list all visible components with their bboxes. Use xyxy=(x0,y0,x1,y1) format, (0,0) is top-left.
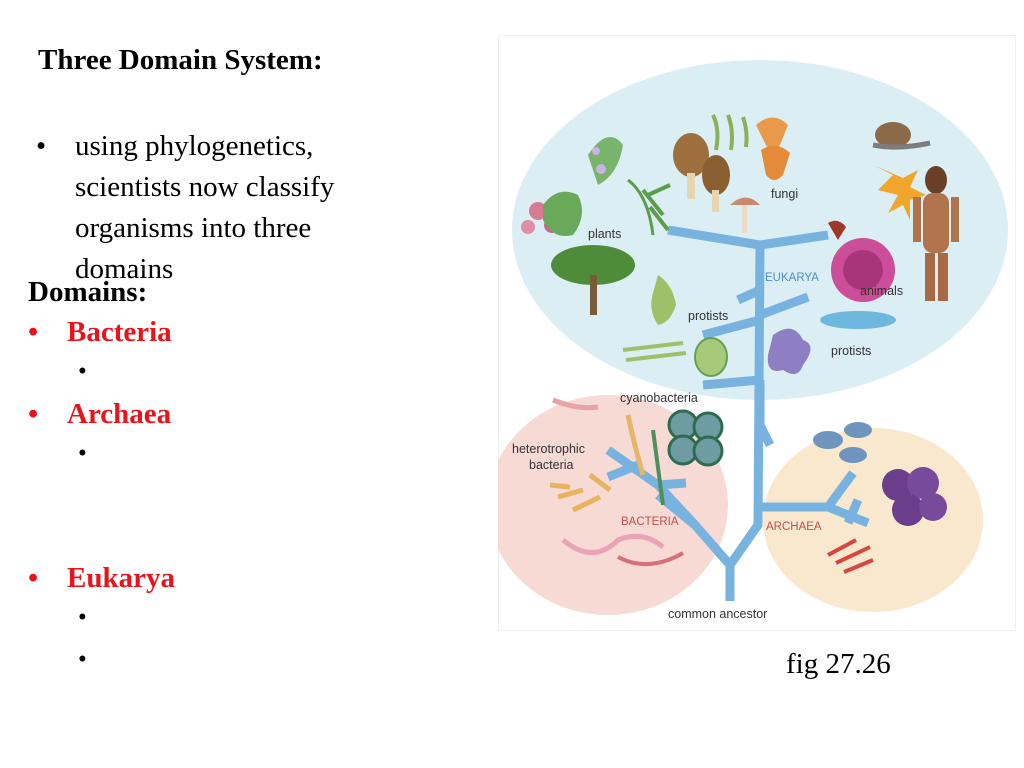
animals-illustration xyxy=(828,122,959,302)
label-cyanobacteria: cyanobacteria xyxy=(620,391,698,405)
label-bacteria-domain: BACTERIA xyxy=(621,516,679,528)
bullet-dot: • xyxy=(28,316,39,348)
label-plants: plants xyxy=(588,227,621,241)
label-animals: animals xyxy=(860,284,903,298)
bullet-dot: • xyxy=(28,398,39,430)
label-archaea-domain: ARCHAEA xyxy=(766,521,822,533)
cyanobacteria-illustration xyxy=(651,409,724,506)
label-fungi: fungi xyxy=(771,187,798,201)
domains-heading: Domains: xyxy=(28,276,148,308)
protists-illustration xyxy=(622,275,896,377)
sub-bullet-eukarya-1: • xyxy=(78,604,87,631)
figure-caption: fig 27.26 xyxy=(786,648,891,680)
domain-name-archaea: Archaea xyxy=(67,398,172,430)
label-bacteria-lower: bacteria xyxy=(529,458,574,472)
label-eukarya: EUKARYA xyxy=(765,272,819,284)
fungi-illustration xyxy=(673,114,790,233)
intro-text: using phylogenetics, scientists now clas… xyxy=(75,130,335,285)
archaea-zone xyxy=(763,428,983,612)
domain-name-bacteria: Bacteria xyxy=(67,316,172,348)
domain-name-eukarya: Eukarya xyxy=(67,562,175,594)
slide-title: Three Domain System: xyxy=(38,44,323,76)
label-common-ancestor: common ancestor xyxy=(668,607,767,621)
bacteria-illustration xyxy=(549,397,684,567)
sub-bullet-eukarya-2: • xyxy=(78,646,87,673)
archaea-illustration xyxy=(813,422,947,574)
plants-illustration xyxy=(521,137,671,315)
sub-bullet-archaea-1: • xyxy=(78,440,87,467)
bullet-dot: • xyxy=(36,130,47,162)
label-protists-left: protists xyxy=(688,309,728,323)
tree-of-life-figure: plants fungi EUKARYA animals protists pr… xyxy=(498,35,1016,631)
label-heterotrophic: heterotrophic xyxy=(512,442,585,456)
bullet-dot: • xyxy=(28,562,39,594)
label-protists-right: protists xyxy=(831,344,871,358)
sub-bullet-bacteria-1: • xyxy=(78,358,87,385)
